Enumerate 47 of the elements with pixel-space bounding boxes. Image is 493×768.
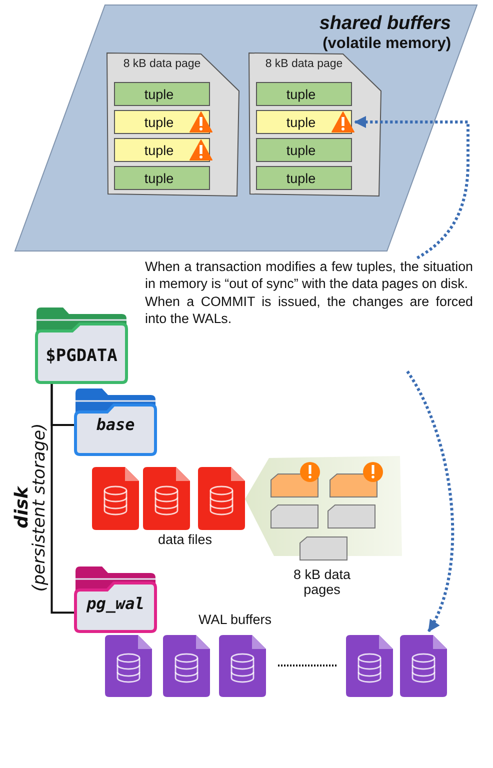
dotted-arrow: [406, 370, 454, 633]
tuple-box: [114, 138, 210, 162]
tuple-box: [114, 110, 210, 134]
tree-line: [50, 384, 74, 614]
database-file-icon: [163, 635, 210, 697]
tuple-label: tuple: [143, 86, 175, 102]
caption: data files: [156, 532, 214, 547]
tuple-box: [256, 138, 352, 162]
tuple-box: [114, 82, 210, 106]
tuple-box: [114, 166, 210, 190]
tuple-label: tuple: [285, 86, 317, 102]
tuple-label: tuple: [143, 142, 175, 158]
database-file-icon: [143, 467, 190, 530]
paragraph: When a COMMIT is issued, the changes are forced into the WALs.: [145, 292, 473, 328]
tuple-label: tuple: [285, 170, 317, 186]
database-file-icon: [198, 467, 245, 530]
tuple-label: tuple: [143, 114, 175, 130]
axis-subtitle: (persistent storage): [32, 423, 48, 592]
region-title: shared buffers: [319, 13, 451, 35]
tuple-box: [256, 82, 352, 106]
paragraph: When a transaction modifies a few tuples, the situation in memory is “out of sync” with the data pages on disk.: [145, 258, 473, 293]
tuple-label: tuple: [285, 142, 317, 158]
tuple-label: tuple: [285, 114, 317, 130]
region-subtitle: (volatile memory): [322, 35, 451, 53]
page-title: 8 kB data page: [122, 58, 202, 70]
page-title: 8 kB data page: [264, 58, 344, 70]
tuple-box: [256, 110, 352, 134]
axis-title: disk: [14, 486, 32, 528]
folder-label: $PGDATA: [44, 346, 118, 366]
database-file-icon: [105, 635, 152, 697]
folder-label: base: [95, 415, 136, 434]
caption: WAL buffers: [197, 612, 273, 627]
folder: [74, 565, 157, 633]
memory-region: [15, 5, 477, 251]
folder: [35, 306, 128, 384]
dotted-arrow: [354, 116, 470, 260]
database-file-icon: [219, 635, 266, 697]
folder: [74, 387, 157, 456]
database-file-icon: [92, 467, 139, 530]
database-file-icon: [346, 635, 393, 697]
tuple-label: tuple: [143, 170, 175, 186]
tuple-box: [256, 166, 352, 190]
data-page: [107, 53, 239, 196]
data-page: [249, 53, 381, 196]
folder-label: pg_wal: [85, 594, 146, 613]
database-file-icon: [400, 635, 447, 697]
caption: 8 kB data pages: [292, 567, 352, 597]
